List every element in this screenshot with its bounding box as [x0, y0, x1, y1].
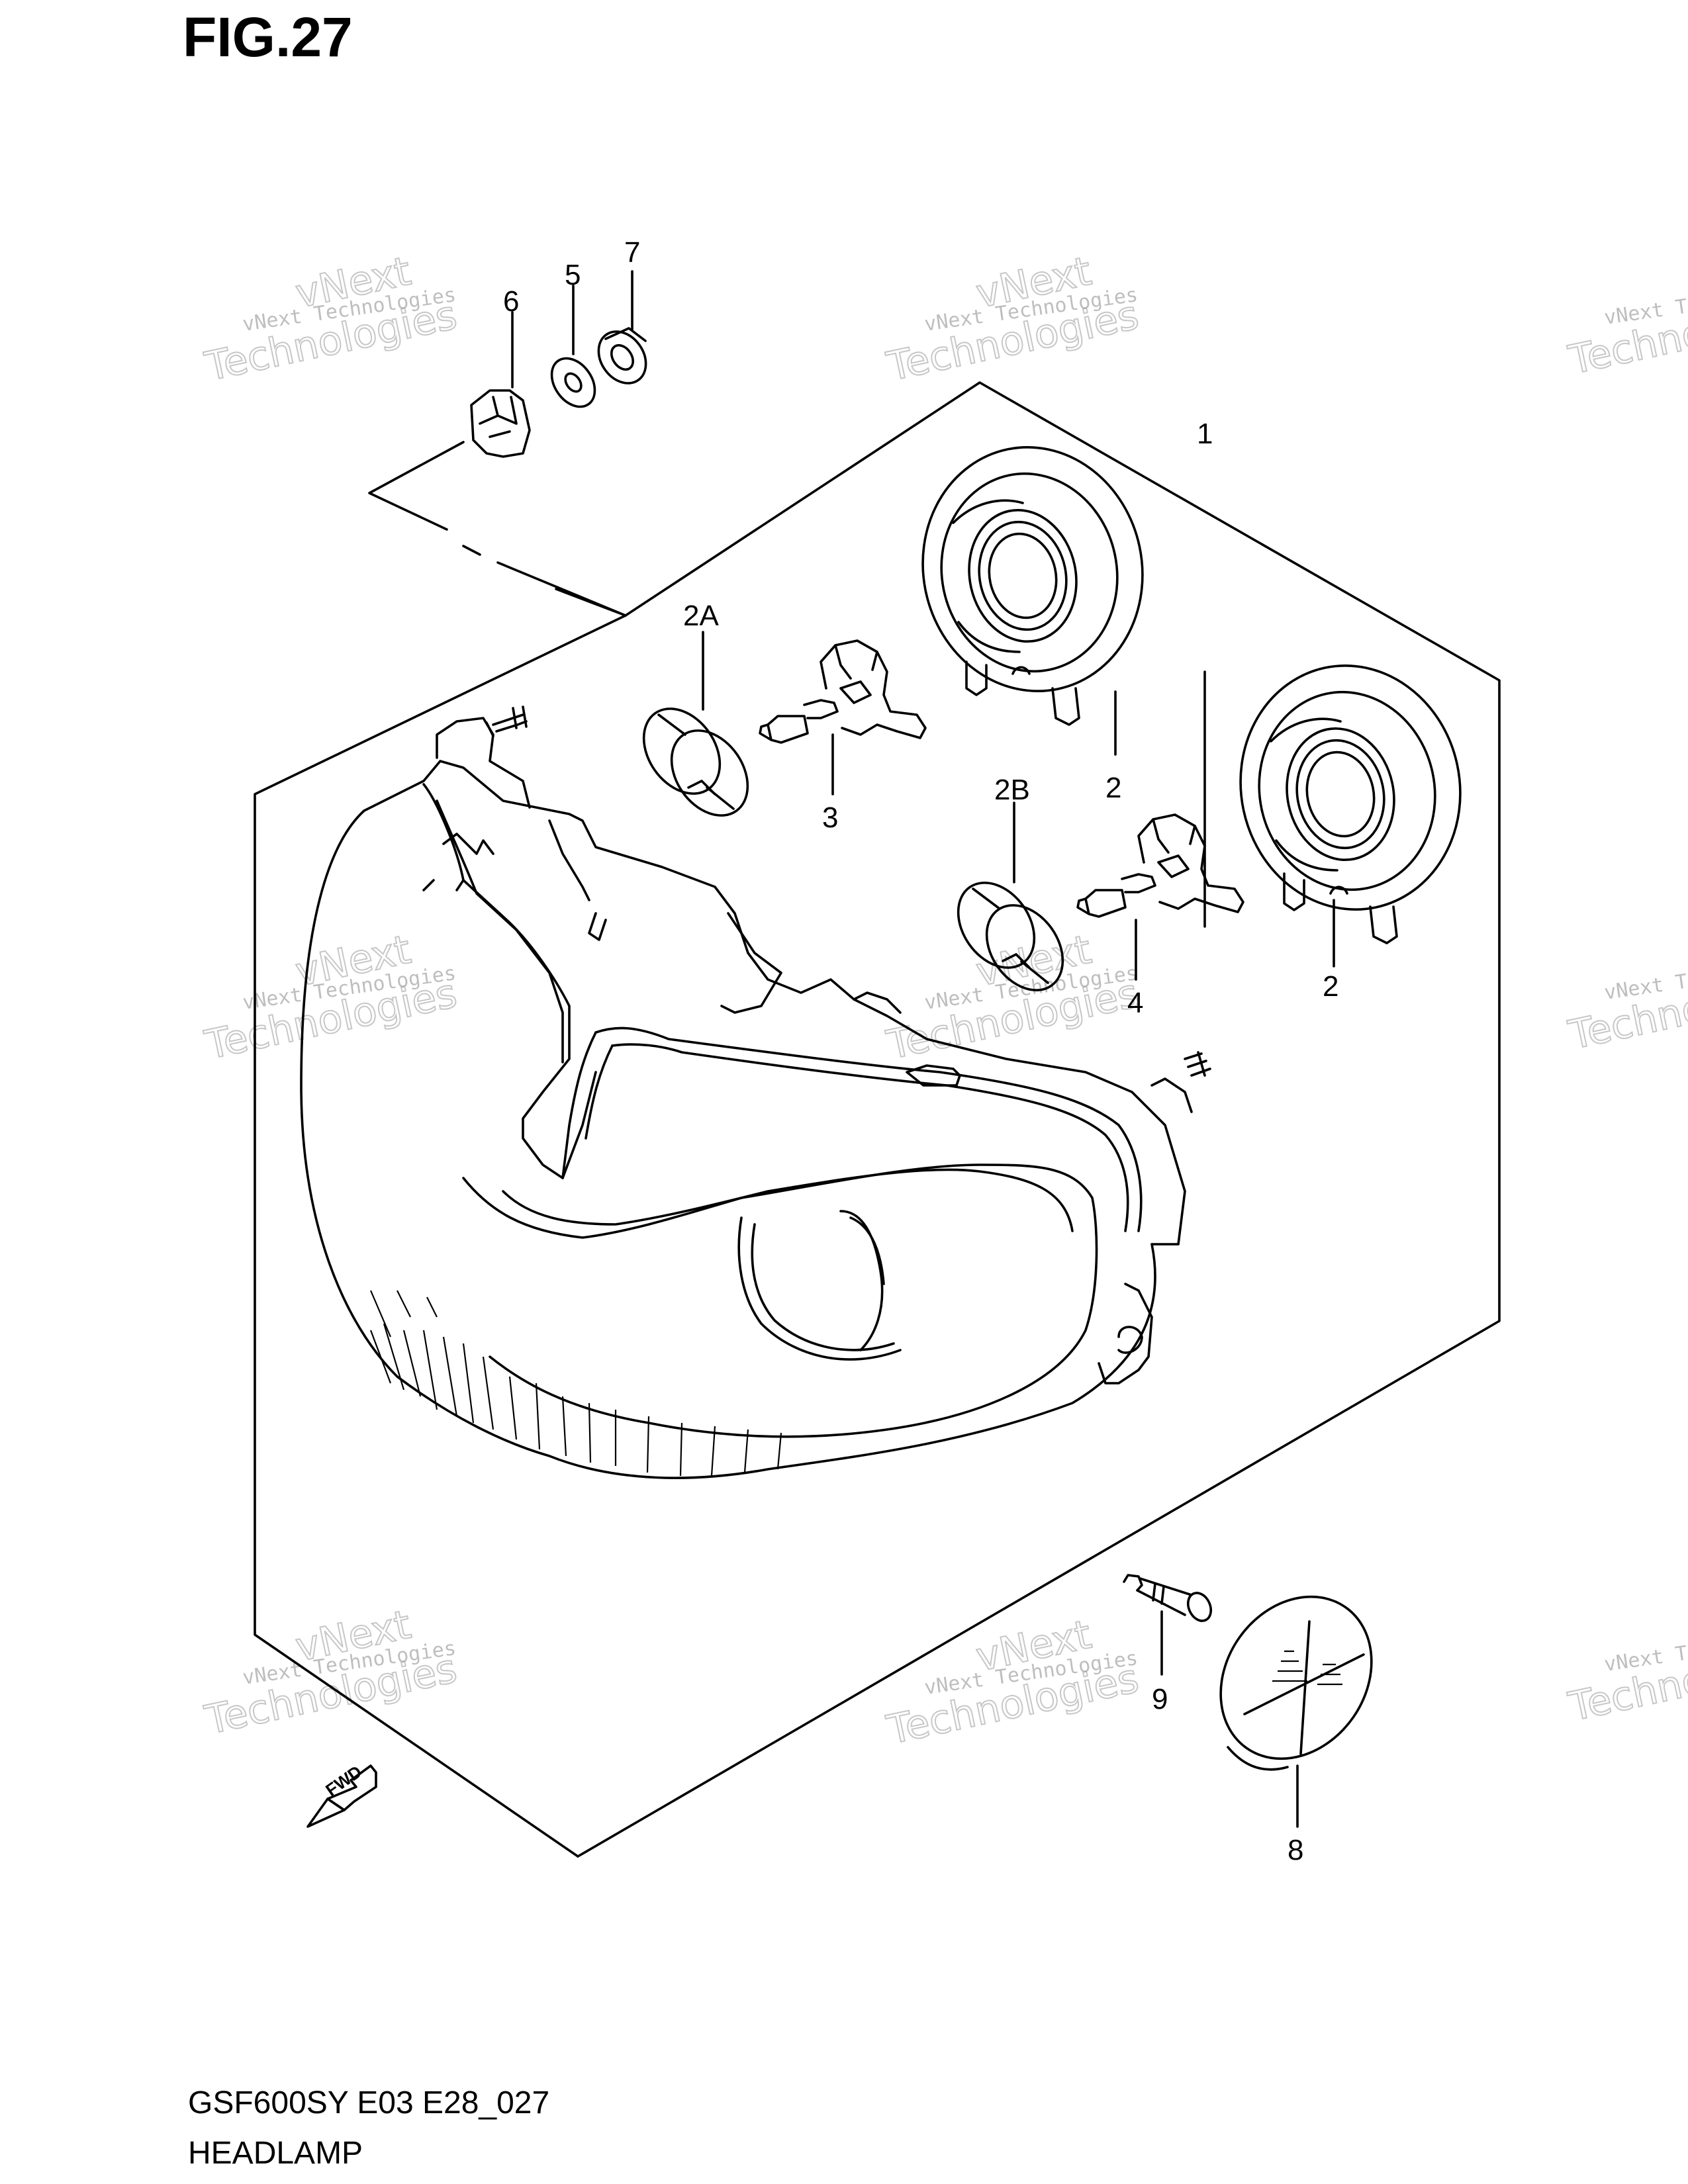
assembly-boundary-box	[254, 381, 1501, 1858]
fwd-label: FWD	[322, 1761, 365, 1800]
watermark-mid-center: vNext Technologies Technologies vNext	[882, 926, 1144, 1069]
watermark-top-center: vNext Technologies Technologies vNext	[882, 248, 1144, 391]
clip-nut-part-6	[470, 311, 531, 458]
spacer-part-9	[1123, 1574, 1213, 1676]
callout-6: 6	[503, 285, 519, 318]
diagram-code: GSF600SY E03 E28_027	[188, 2085, 550, 2120]
socket-ring-part-2b	[957, 801, 1064, 991]
watermark-mid-left: vNext Technologies Technologies vNext	[201, 926, 462, 1069]
callout-7: 7	[624, 236, 640, 269]
callout-2-upper: 2	[1105, 772, 1121, 804]
callout-1: 1	[1197, 418, 1213, 450]
callout-8: 8	[1288, 1834, 1303, 1866]
callout-2a: 2A	[683, 600, 719, 632]
callout-4: 4	[1127, 987, 1143, 1019]
watermark-top-right: vNext Technologies Technologies	[1564, 277, 1688, 385]
bulb-part-4	[1076, 813, 1244, 981]
grommet-part-7	[597, 270, 647, 385]
socket-ring-part-2a	[642, 631, 749, 817]
headlamp-housing-part-1	[300, 670, 1211, 1479]
fwd-arrow-icon: FWD	[306, 1761, 377, 1828]
callout-3: 3	[822, 801, 838, 834]
reflector-part-2-upper	[921, 446, 1144, 756]
bulb-part-3	[759, 639, 927, 796]
callout-5: 5	[565, 259, 581, 291]
callout-2-lower: 2	[1323, 970, 1338, 1003]
nut-group-leader	[368, 441, 627, 617]
shell-hatching	[369, 1290, 782, 1477]
figure-title: FIG.27	[183, 6, 353, 68]
watermark-mid-right: vNext Technologies Technologies	[1564, 952, 1688, 1060]
watermark-bottom-left: vNext Technologies Technologies vNext	[201, 1601, 462, 1745]
lens-cap-part-8	[1219, 1595, 1373, 1828]
diagram-name: HEADLAMP	[188, 2136, 363, 2171]
callout-2b: 2B	[994, 774, 1030, 806]
callout-9: 9	[1152, 1683, 1168, 1715]
watermark-bottom-right: vNext Technologies Technologies	[1564, 1623, 1688, 1731]
reflector-part-2-lower	[1239, 664, 1462, 968]
watermark-top-left: vNext Technologies Technologies vNext	[201, 248, 462, 391]
watermark-bottom-center: vNext Technologies Technologies vNext	[882, 1611, 1144, 1754]
washer-part-5	[550, 285, 596, 408]
